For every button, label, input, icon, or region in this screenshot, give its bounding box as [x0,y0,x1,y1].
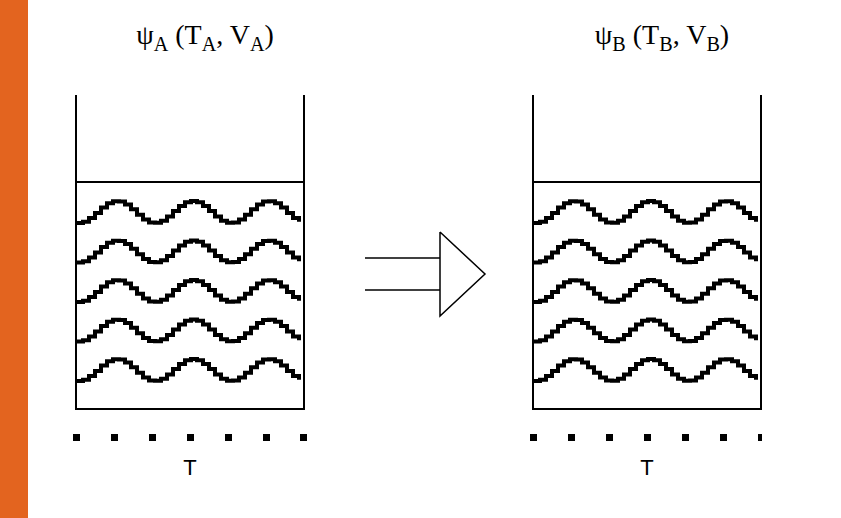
liquid-wave [77,241,299,263]
heat-source-a [73,434,307,441]
beaker-drawing [75,18,305,410]
liquid-wave [77,280,299,302]
liquid-surface [76,181,304,183]
state-label: ψA (TA, VA) [75,18,305,52]
liquid-wave [534,201,756,223]
arrow-stroke [440,232,485,316]
liquid-wave [77,320,299,342]
liquid-wave [77,201,299,223]
liquid-wave [77,359,299,381]
beaker-node: ψB (TB, VB) [532,18,762,410]
process-arrow [365,232,485,316]
side-strip [0,0,28,518]
liquid-wave [534,320,756,342]
beaker-wall [76,95,304,409]
arrow-stroke [365,257,440,259]
temperature-label: T [640,455,653,481]
liquid-wave [534,280,756,302]
state-label: ψB (TB, VB) [532,18,762,52]
heat-source-b [530,434,762,441]
temperature-label: T [183,455,196,481]
beaker-drawing [532,18,762,410]
arrow-stroke [365,289,440,291]
beaker-node: ψA (TA, VA) [75,18,305,410]
liquid-wave [534,241,756,263]
beaker-wall [533,95,761,409]
liquid-wave [534,359,756,381]
liquid-surface [533,181,761,183]
